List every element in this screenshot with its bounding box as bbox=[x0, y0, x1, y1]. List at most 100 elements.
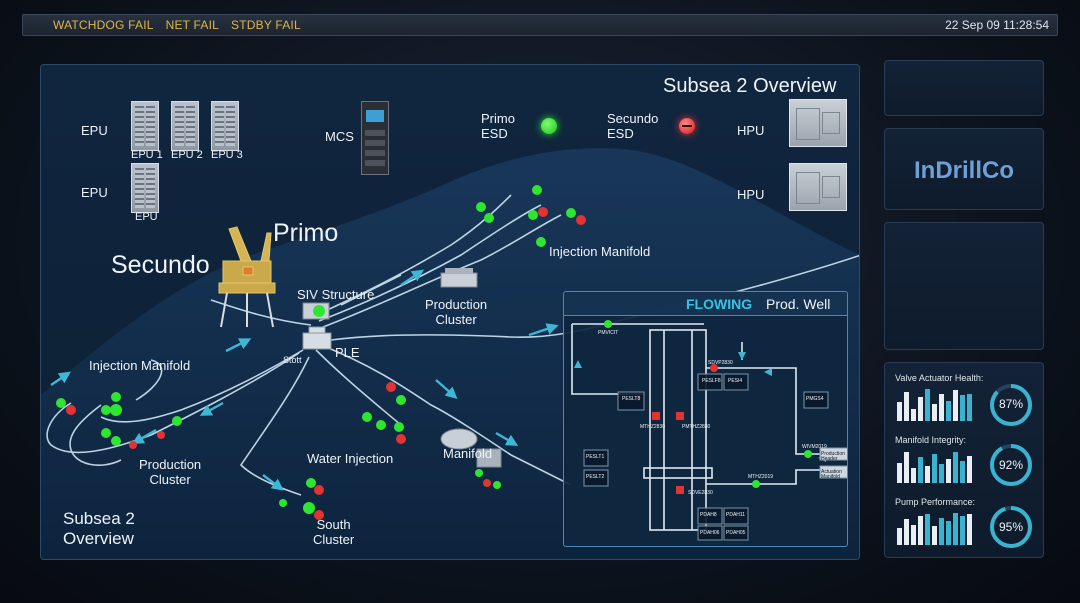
manifold-node bbox=[440, 428, 502, 468]
primo-esd-label: Primo ESD bbox=[481, 111, 515, 141]
kpi-bar bbox=[939, 518, 944, 545]
tag-mthz2830: MTHZ2830 bbox=[640, 424, 666, 430]
kpi-title-manifold: Manifold Integrity: bbox=[895, 435, 967, 445]
kpi-value-pump: 95% bbox=[998, 520, 1024, 534]
ple-label[interactable]: PLE bbox=[335, 345, 360, 360]
epu-1-cabinet[interactable] bbox=[131, 101, 159, 151]
kpi-bar bbox=[967, 514, 972, 545]
kpi-bar bbox=[946, 401, 951, 421]
kpi-bar bbox=[932, 454, 937, 483]
tag-wivm2019: WIVM2019 bbox=[802, 444, 827, 450]
mcs-slot bbox=[365, 160, 385, 166]
epu-3-cabinet[interactable] bbox=[211, 101, 239, 151]
footer-overview-title: Subsea 2 Overview bbox=[63, 509, 135, 549]
tag-pdah11: PDAH11 bbox=[726, 512, 746, 518]
tag-pmvicit: PMVICIT bbox=[598, 330, 619, 336]
kpi-value-valve: 87% bbox=[998, 397, 1024, 411]
tag-peslt1: PESLT1 bbox=[586, 454, 605, 460]
alarm-bar: WATCHDOG FAIL NET FAIL STDBY FAIL 22 Sep… bbox=[22, 14, 1058, 36]
kpi-bar bbox=[925, 389, 930, 421]
secundo-esd-line2: ESD bbox=[607, 126, 634, 141]
kpi-bar bbox=[911, 468, 916, 483]
epu-4-cabinet[interactable] bbox=[131, 163, 159, 213]
well-name: Prod. Well bbox=[766, 296, 831, 312]
manifold-label[interactable]: Manifold bbox=[443, 446, 493, 461]
siv-structure-label[interactable]: SIV Structure bbox=[297, 287, 375, 302]
alarm-stdby[interactable]: STDBY FAIL bbox=[231, 18, 301, 32]
kpi-bar bbox=[904, 392, 909, 421]
secundo-esd-label: Secundo ESD bbox=[607, 111, 658, 141]
siv-structure-node bbox=[302, 302, 330, 320]
prod-well-panel[interactable]: FLOWING Prod. Well bbox=[563, 291, 848, 547]
hpu-1-unit[interactable] bbox=[789, 99, 847, 147]
kpi-value-manifold: 92% bbox=[998, 458, 1024, 472]
kpi-panel: Valve Actuator Health: 87% Manifold Inte… bbox=[884, 362, 1044, 558]
kpi-gauge-valve bbox=[990, 384, 1032, 426]
south-cluster-label[interactable]: South Cluster bbox=[313, 517, 354, 547]
kpi-bar bbox=[946, 521, 951, 545]
kpi-bar bbox=[897, 402, 902, 421]
production-cluster-top-label[interactable]: Production Cluster bbox=[425, 297, 487, 327]
alarm-net[interactable]: NET FAIL bbox=[165, 18, 220, 32]
tag-pdah05: PDAH05 bbox=[726, 530, 746, 536]
hpu-2-unit[interactable] bbox=[789, 163, 847, 211]
mcs-cabinet[interactable] bbox=[361, 101, 389, 175]
kpi-bar bbox=[918, 516, 923, 545]
kpi-bar bbox=[967, 394, 972, 421]
primo-platform bbox=[218, 226, 276, 328]
hpu-1-label: HPU bbox=[737, 123, 765, 138]
epu-4-label: EPU bbox=[135, 211, 158, 223]
actuation-manifold-box[interactable]: Actuation Manifold bbox=[821, 469, 842, 480]
kpi-bar bbox=[925, 466, 930, 483]
kpi-gauge-pump bbox=[990, 506, 1032, 548]
kpi-bar bbox=[918, 397, 923, 421]
mcs-slot bbox=[365, 150, 385, 156]
kpi-bar bbox=[967, 456, 972, 483]
brand-logo-text: InDrillCo bbox=[914, 157, 1014, 184]
secundo-platform-label: Secundo bbox=[111, 251, 210, 279]
mcs-slot bbox=[365, 130, 385, 136]
kpi-bars-manifold bbox=[897, 449, 972, 483]
datetime-readout: 22 Sep 09 11:28:54 bbox=[945, 18, 1049, 32]
gauge-fill bbox=[990, 384, 1032, 426]
water-injection-label[interactable]: Water Injection bbox=[307, 451, 394, 466]
primo-esd-line2: ESD bbox=[481, 126, 508, 141]
production-cluster-bottom-line2: Cluster bbox=[149, 472, 191, 487]
well-status: FLOWING bbox=[686, 296, 753, 312]
well-schematic bbox=[571, 320, 847, 541]
production-cluster-bottom-line1: Production bbox=[139, 457, 202, 472]
kpi-bar bbox=[911, 409, 916, 421]
production-header-box[interactable]: Production Header bbox=[821, 451, 845, 462]
side-panel-empty bbox=[884, 222, 1044, 350]
epu-2-cabinet[interactable] bbox=[171, 101, 199, 151]
alarm-list: WATCHDOG FAIL NET FAIL STDBY FAIL bbox=[53, 18, 301, 32]
mcs-screen bbox=[366, 110, 384, 122]
tag-peslt2: PESLT2 bbox=[586, 474, 605, 480]
tag-mthz2019: MTHZ2019 bbox=[748, 474, 774, 480]
production-cluster-top-node bbox=[440, 268, 478, 288]
production-cluster-top-line1: Production bbox=[425, 297, 488, 312]
alarm-watchdog[interactable]: WATCHDOG FAIL bbox=[53, 18, 154, 32]
production-cluster-bottom-label[interactable]: Production Cluster bbox=[139, 457, 201, 487]
tag-pdah8: PDAH8 bbox=[700, 512, 717, 518]
kpi-bar bbox=[953, 452, 958, 483]
hpu-2-label: HPU bbox=[737, 187, 765, 202]
prod-well-header: FLOWING Prod. Well bbox=[564, 292, 847, 316]
epu-1-label: EPU 1 bbox=[131, 149, 163, 161]
mcs-slot bbox=[365, 140, 385, 146]
injection-manifold-top-label[interactable]: Injection Manifold bbox=[549, 244, 651, 259]
tag-pmthz2830: PMTHZ2830 bbox=[682, 424, 711, 430]
kpi-bar bbox=[953, 390, 958, 421]
kpi-bar bbox=[960, 395, 965, 421]
stott-label: Stott bbox=[283, 355, 302, 365]
gauge-fill bbox=[990, 444, 1032, 486]
secundo-esd-indicator[interactable] bbox=[679, 118, 695, 134]
injection-manifold-left-label[interactable]: Injection Manifold bbox=[89, 358, 191, 373]
tag-pesi4: PESI4 bbox=[728, 378, 743, 384]
kpi-bars-valve bbox=[897, 387, 972, 421]
gauge-fill bbox=[990, 506, 1032, 548]
kpi-bar bbox=[911, 525, 916, 545]
primo-esd-indicator[interactable] bbox=[541, 118, 557, 134]
south-cluster-line2: Cluster bbox=[313, 532, 355, 547]
kpi-bar bbox=[918, 457, 923, 483]
